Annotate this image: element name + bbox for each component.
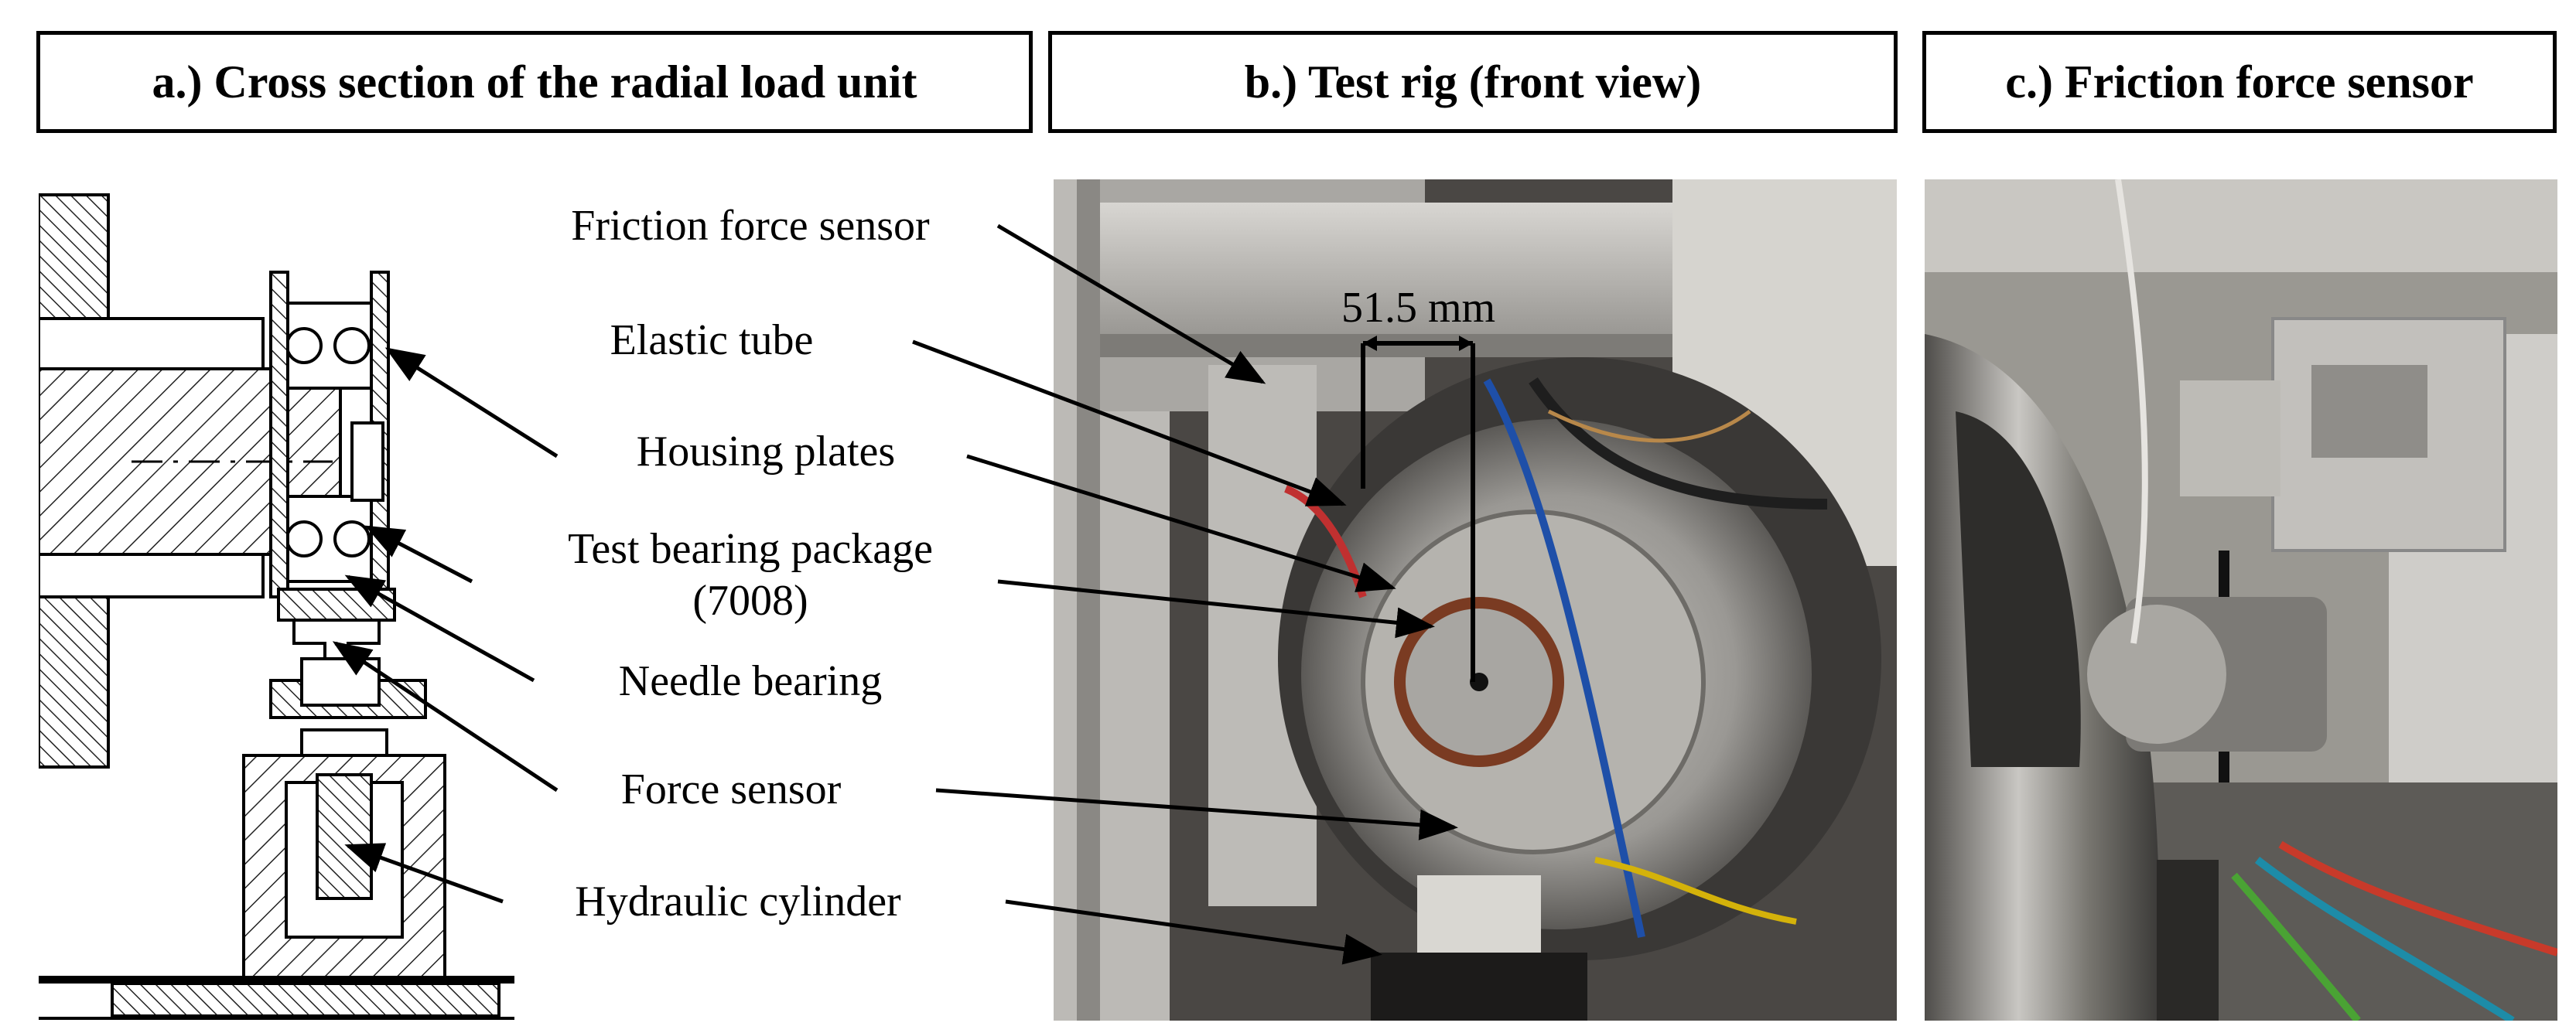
- header-b: b.) Test rig (front view): [1048, 31, 1898, 133]
- header-a: a.) Cross section of the radial load uni…: [36, 31, 1033, 133]
- label-test-bearing-package: Test bearing package (7008): [503, 510, 998, 640]
- label-force-sensor: Force sensor: [561, 745, 901, 835]
- label-test-bearing-package-line2: (7008): [692, 577, 808, 625]
- dimension-label: 51.5 mm: [1341, 284, 1496, 332]
- label-housing-plates: Housing plates: [561, 404, 971, 501]
- test-rig-photo: 51.5 mm: [1054, 179, 1897, 1021]
- label-friction-force-sensor: Friction force sensor: [503, 182, 998, 271]
- label-elastic-tube: Elastic tube: [561, 292, 863, 390]
- label-hydraulic-cylinder: Hydraulic cylinder: [503, 854, 973, 951]
- label-test-bearing-package-line1: Test bearing package: [568, 524, 933, 573]
- header-c: c.) Friction force sensor: [1922, 31, 2557, 133]
- cross-section-drawing: [39, 179, 514, 1021]
- friction-sensor-photo: [1925, 179, 2557, 1021]
- label-needle-bearing: Needle bearing: [534, 642, 967, 722]
